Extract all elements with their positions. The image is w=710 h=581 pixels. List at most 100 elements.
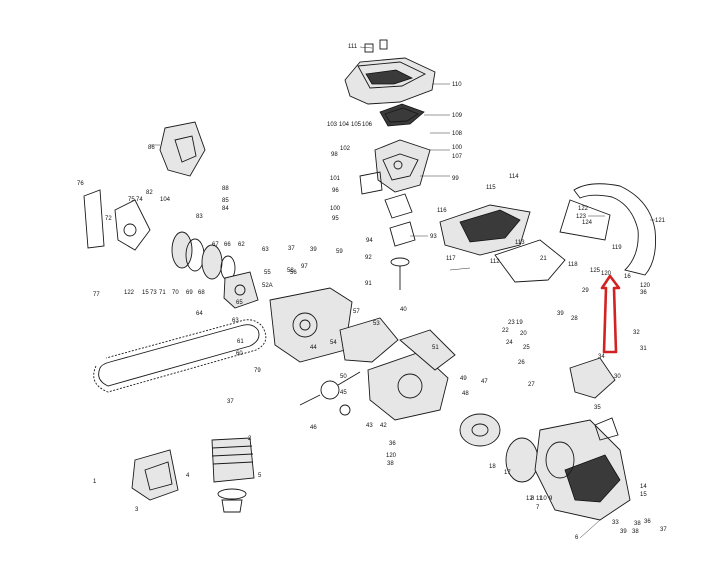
- callout-c112: 112: [490, 259, 500, 265]
- callout-c103: 103: [327, 122, 338, 128]
- rear-handle: [439, 204, 566, 283]
- callout-c124: 124: [582, 220, 593, 226]
- callout-c120a: 120: [386, 453, 397, 459]
- front-handle: [559, 183, 656, 276]
- callout-c44: 44: [310, 345, 317, 351]
- callout-c84: 84: [222, 206, 229, 212]
- leader-lines: [150, 46, 655, 539]
- callout-c8: 8: [531, 496, 535, 502]
- callout-c42: 42: [380, 423, 387, 429]
- callout-c35: 35: [594, 405, 601, 411]
- starter-housing: [534, 417, 631, 521]
- callout-c76: 76: [77, 181, 84, 187]
- callout-c34: 34: [598, 354, 605, 360]
- callout-c122b: 122: [578, 206, 589, 212]
- callout-c12: 12: [526, 496, 533, 502]
- callout-c110: 110: [452, 82, 462, 88]
- callout-c69: 69: [186, 290, 193, 296]
- callout-c94: 94: [366, 238, 373, 244]
- callout-c54: 54: [330, 340, 337, 346]
- callout-c49: 49: [460, 376, 467, 382]
- callout-c125: 125: [590, 268, 601, 274]
- callout-c74: 74: [136, 197, 143, 203]
- callout-c97: 97: [301, 264, 308, 270]
- callout-c96a: 96: [332, 188, 339, 194]
- callout-c111: 111: [348, 44, 358, 50]
- callout-c115: 115: [486, 185, 496, 191]
- callout-c14: 14: [640, 484, 647, 490]
- callout-c118: 118: [568, 262, 578, 268]
- callout-c47: 47: [481, 379, 488, 385]
- callout-c11: 11: [536, 496, 543, 502]
- callout-c39b: 39: [557, 311, 564, 317]
- callout-c4: 4: [186, 473, 190, 479]
- callout-c100b: 100: [330, 206, 341, 212]
- callout-c38c: 38: [632, 529, 639, 535]
- callout-c120c: 120: [640, 283, 651, 289]
- callout-c18: 18: [489, 464, 496, 470]
- callout-c59: 59: [336, 249, 343, 255]
- callout-c52a: 52A: [262, 283, 273, 289]
- callout-c17: 17: [504, 470, 511, 476]
- callout-c62: 62: [238, 242, 245, 248]
- callout-c61: 61: [237, 339, 244, 345]
- air-filter-cover: [344, 39, 436, 105]
- callout-c70: 70: [172, 290, 179, 296]
- callout-c119: 119: [612, 245, 622, 251]
- callout-c37c: 37: [660, 527, 667, 533]
- callout-c28: 28: [571, 316, 578, 322]
- callout-c30: 30: [614, 374, 621, 380]
- callout-c31: 31: [640, 346, 647, 352]
- callout-c2: 2: [248, 436, 252, 442]
- guide-bar: [93, 319, 267, 393]
- callout-c88: 88: [222, 186, 229, 192]
- callout-c79: 79: [254, 368, 261, 374]
- callout-c95: 95: [332, 216, 339, 222]
- oil-pump: [223, 271, 259, 309]
- callout-c67: 67: [212, 242, 219, 248]
- callout-c99: 99: [452, 176, 459, 182]
- callout-c83: 83: [196, 214, 203, 220]
- callout-c121: 121: [655, 218, 666, 224]
- callout-c92: 92: [365, 255, 372, 261]
- callout-c56: 56: [290, 270, 297, 276]
- callout-c93: 93: [430, 234, 437, 240]
- arrow-up-icon: [600, 274, 621, 354]
- callout-c46: 46: [310, 425, 317, 431]
- callout-c104b: 104: [160, 197, 171, 203]
- callout-c113: 113: [515, 240, 525, 246]
- callout-c48: 48: [462, 391, 469, 397]
- callout-c7: 7: [536, 505, 540, 511]
- callout-c43: 43: [366, 423, 373, 429]
- cylinder: [211, 437, 255, 513]
- callout-c25: 25: [523, 345, 530, 351]
- callout-c98: 98: [331, 152, 338, 158]
- clutch-drum: [171, 231, 236, 281]
- callout-c38a: 38: [387, 461, 394, 467]
- callout-c63a: 63: [262, 247, 269, 253]
- callout-c104: 104: [339, 122, 350, 128]
- callout-c85: 85: [222, 198, 229, 204]
- callout-c57: 57: [353, 309, 360, 315]
- callout-c5: 5: [258, 473, 262, 479]
- callout-c23: 23: [508, 320, 515, 326]
- callout-c122: 122: [124, 290, 135, 296]
- callout-c21: 21: [540, 256, 547, 262]
- ignition-module: [569, 357, 616, 399]
- callout-c106: 106: [362, 122, 373, 128]
- callout-c58: 58: [287, 268, 294, 274]
- callout-c65: 65: [236, 300, 243, 306]
- callout-c26: 26: [518, 360, 525, 366]
- callout-c82: 82: [146, 190, 153, 196]
- callout-c39a: 39: [310, 247, 317, 253]
- callout-c36a: 36: [389, 441, 396, 447]
- carburetor-housing: [359, 139, 431, 290]
- callout-c68: 68: [198, 290, 205, 296]
- flywheel: [459, 413, 539, 483]
- callout-c29: 29: [582, 288, 589, 294]
- callout-c73: 73: [150, 290, 157, 296]
- callout-c114: 114: [509, 174, 519, 180]
- callout-c6: 6: [575, 535, 579, 541]
- callout-c117: 117: [446, 256, 456, 262]
